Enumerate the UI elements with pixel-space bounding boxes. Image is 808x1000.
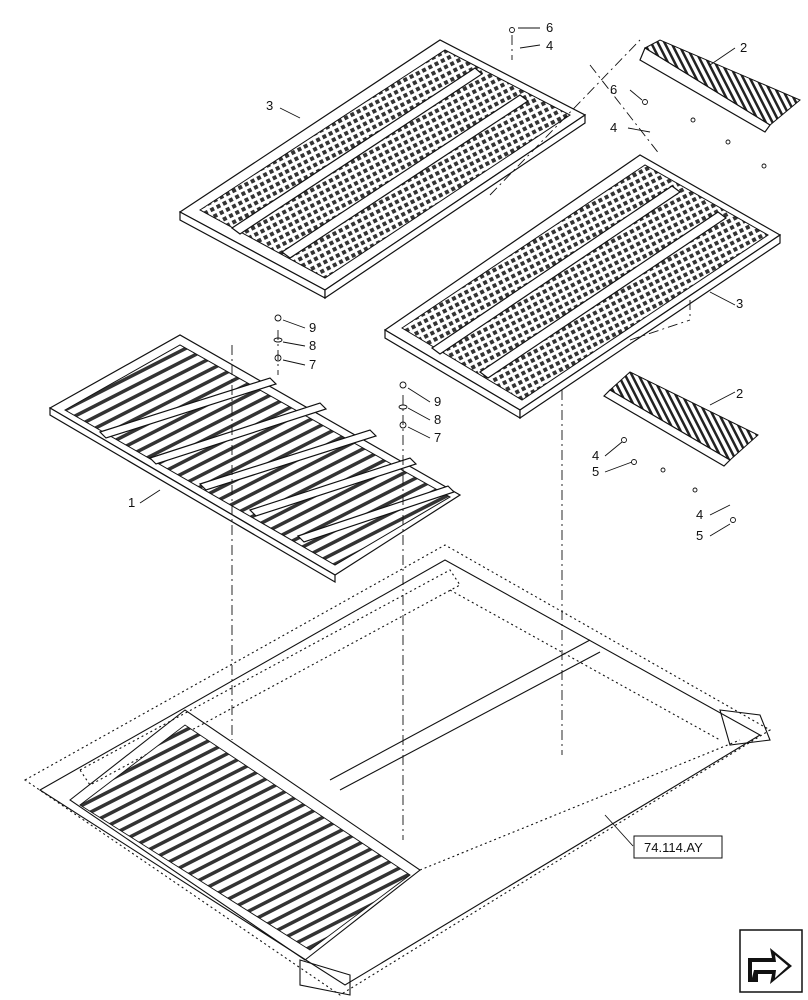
strip-lower-right [603, 371, 759, 467]
callout-9-left: 9 [309, 320, 316, 335]
callout-1: 1 [128, 495, 135, 510]
callout-8-left: 8 [309, 338, 316, 353]
callout-2-top: 2 [740, 40, 747, 55]
callout-4-lower-a: 4 [592, 448, 599, 463]
callout-4-lower-b: 4 [696, 507, 703, 522]
callouts: 6 4 2 6 4 3 3 2 4 5 4 5 1 9 8 7 9 8 7 [128, 20, 747, 543]
callout-6-right: 6 [610, 82, 617, 97]
callout-2-lower: 2 [736, 386, 743, 401]
reference-box[interactable]: 74.114.AY [633, 835, 723, 859]
callout-9-mid: 9 [434, 394, 441, 409]
grate-right [383, 154, 782, 420]
callout-3-left: 3 [266, 98, 273, 113]
callout-4-right: 4 [610, 120, 617, 135]
strip-upper-right [639, 39, 801, 133]
hardware-bolts-lower-right [621, 437, 736, 523]
leader-lines [139, 27, 736, 847]
callout-3-right: 3 [736, 296, 743, 311]
callout-5-lower-b: 5 [696, 528, 703, 543]
page-arrow-icon[interactable] [739, 929, 803, 993]
callout-4-top: 4 [546, 38, 553, 53]
reference-label: 74.114.AY [644, 840, 703, 855]
alignment-lines [231, 35, 691, 840]
sieve-grate [48, 334, 462, 584]
callout-5-lower-a: 5 [592, 464, 599, 479]
callout-7-left: 7 [309, 357, 316, 372]
hardware-stack-mid [398, 381, 408, 429]
grate-upper-left [178, 39, 587, 300]
main-frame [23, 544, 772, 996]
callout-8-mid: 8 [434, 412, 441, 427]
hardware-bolts-upper-right [509, 27, 767, 169]
callout-7-mid: 7 [434, 430, 441, 445]
callout-6-top: 6 [546, 20, 553, 35]
